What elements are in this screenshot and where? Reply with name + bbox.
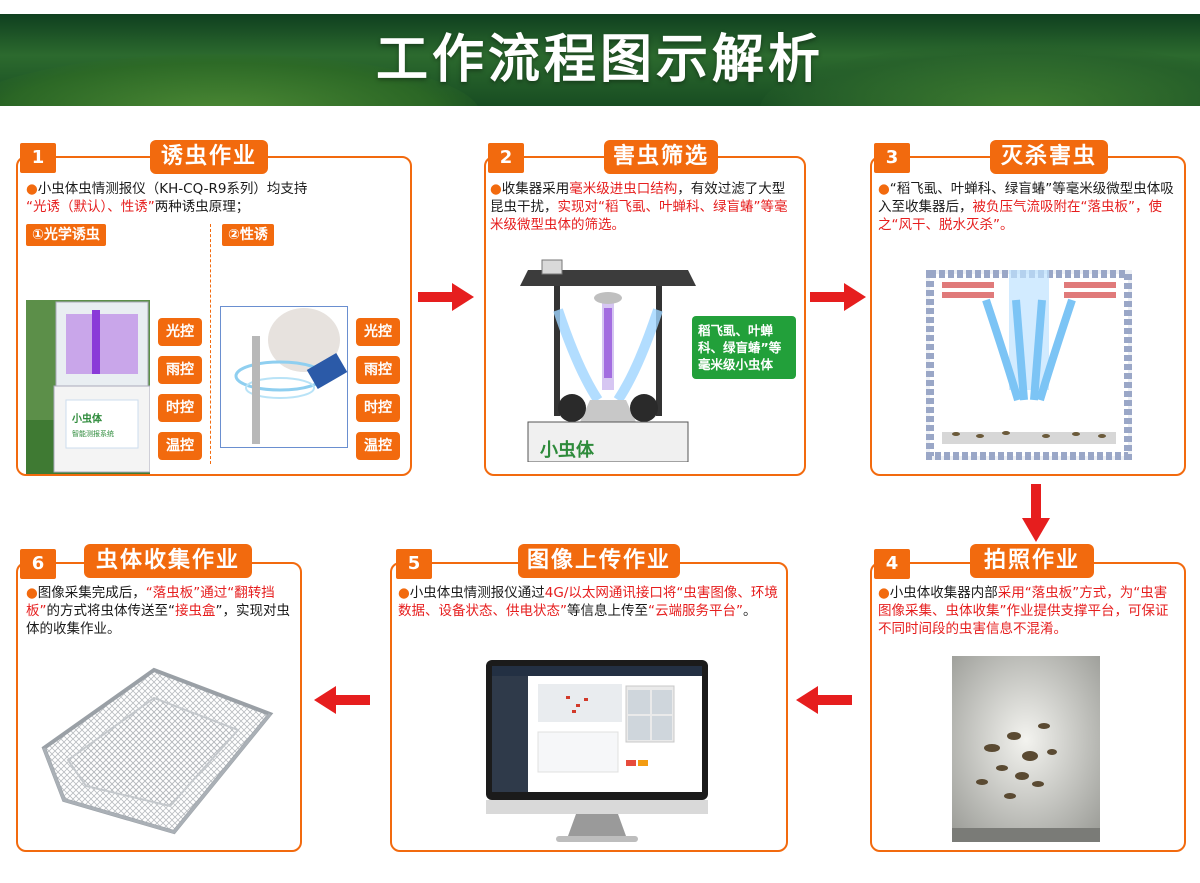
bullet-icon: ● xyxy=(878,181,890,197)
device-label: 小虫体 xyxy=(71,412,103,425)
bullet-icon: ● xyxy=(878,585,890,601)
light-trap-device-illustration: 小虫体 智能测报系统 xyxy=(26,300,150,474)
arrow-left-icon xyxy=(796,686,852,714)
step-title: 灭杀害虫 xyxy=(990,140,1108,174)
control-temp: 温控 xyxy=(356,432,400,460)
control-time: 时控 xyxy=(356,394,400,422)
step-number: 3 xyxy=(874,143,910,173)
step-title: 图像上传作业 xyxy=(518,544,680,578)
device-label: 智能测报系统 xyxy=(72,429,114,438)
step-description: ●收集器采用毫米级进虫口结构，有效过滤了大型昆虫干扰，实现对“稻飞虱、叶蝉科、绿… xyxy=(490,181,788,233)
sub-method-light: ①光学诱虫 xyxy=(26,224,106,246)
step-description: ●“稻飞虱、叶蝉科、绿盲蝽”等毫米级微型虫体吸入至收集器后，被负压气流吸附在“落… xyxy=(878,181,1174,233)
step-number: 5 xyxy=(396,549,432,579)
divider xyxy=(210,224,211,464)
step-description: ●小虫体收集器内部采用“落虫板”方式，为“虫害图像采集、虫体收集”作业提供支撑平… xyxy=(878,585,1169,637)
arrow-right-icon xyxy=(418,283,474,311)
step-title: 害虫筛选 xyxy=(604,140,718,174)
header-banner: 工作流程图示解析 xyxy=(0,14,1200,106)
monitor-illustration xyxy=(486,660,708,842)
arrow-right-icon xyxy=(810,283,866,311)
insect-size-label: 稻飞虱、叶蝉科、绿盲蝽”等毫米级小虫体 xyxy=(692,316,796,379)
step-title: 虫体收集作业 xyxy=(84,544,252,578)
arrow-left-icon xyxy=(314,686,370,714)
bullet-icon: ● xyxy=(26,585,38,601)
sub-method-pheromone: ②性诱 xyxy=(222,224,274,246)
step-description: ●小虫体虫情测报仪通过4G/以太网通讯接口将“虫害图像、环境数据、设备状态、供电… xyxy=(398,585,778,619)
airflow-chamber-illustration xyxy=(926,270,1132,460)
bullet-icon: ● xyxy=(490,181,502,197)
pheromone-lure-illustration xyxy=(220,306,348,448)
control-light: 光控 xyxy=(158,318,202,346)
device-label: 小虫体 xyxy=(540,439,595,461)
step-title: 拍照作业 xyxy=(970,544,1094,578)
arrow-down-icon xyxy=(1022,484,1050,542)
step-title: 诱虫作业 xyxy=(150,140,268,174)
control-temp: 温控 xyxy=(158,432,202,460)
step-number: 2 xyxy=(488,143,524,173)
step-number: 4 xyxy=(874,549,910,579)
bullet-icon: ● xyxy=(26,181,38,197)
step-number: 6 xyxy=(20,549,56,579)
mesh-basket-illustration xyxy=(41,667,274,835)
control-light: 光控 xyxy=(356,318,400,346)
step-description: ●图像采集完成后，“落虫板”通过“翻转挡板”的方式将虫体传送至“接虫盒”，实现对… xyxy=(26,585,290,637)
page-title: 工作流程图示解析 xyxy=(375,30,824,90)
control-rain: 雨控 xyxy=(356,356,400,384)
insect-photo-illustration xyxy=(952,656,1100,842)
control-time: 时控 xyxy=(158,394,202,422)
step-description: ●小虫体虫情测报仪（KH-CQ-R9系列）均支持 “光诱（默认）、性诱”两种诱虫… xyxy=(26,181,308,215)
control-rain: 雨控 xyxy=(158,356,202,384)
step-number: 1 xyxy=(20,143,56,173)
bullet-icon: ● xyxy=(398,585,410,601)
collector-illustration: 小虫体 xyxy=(520,259,696,462)
